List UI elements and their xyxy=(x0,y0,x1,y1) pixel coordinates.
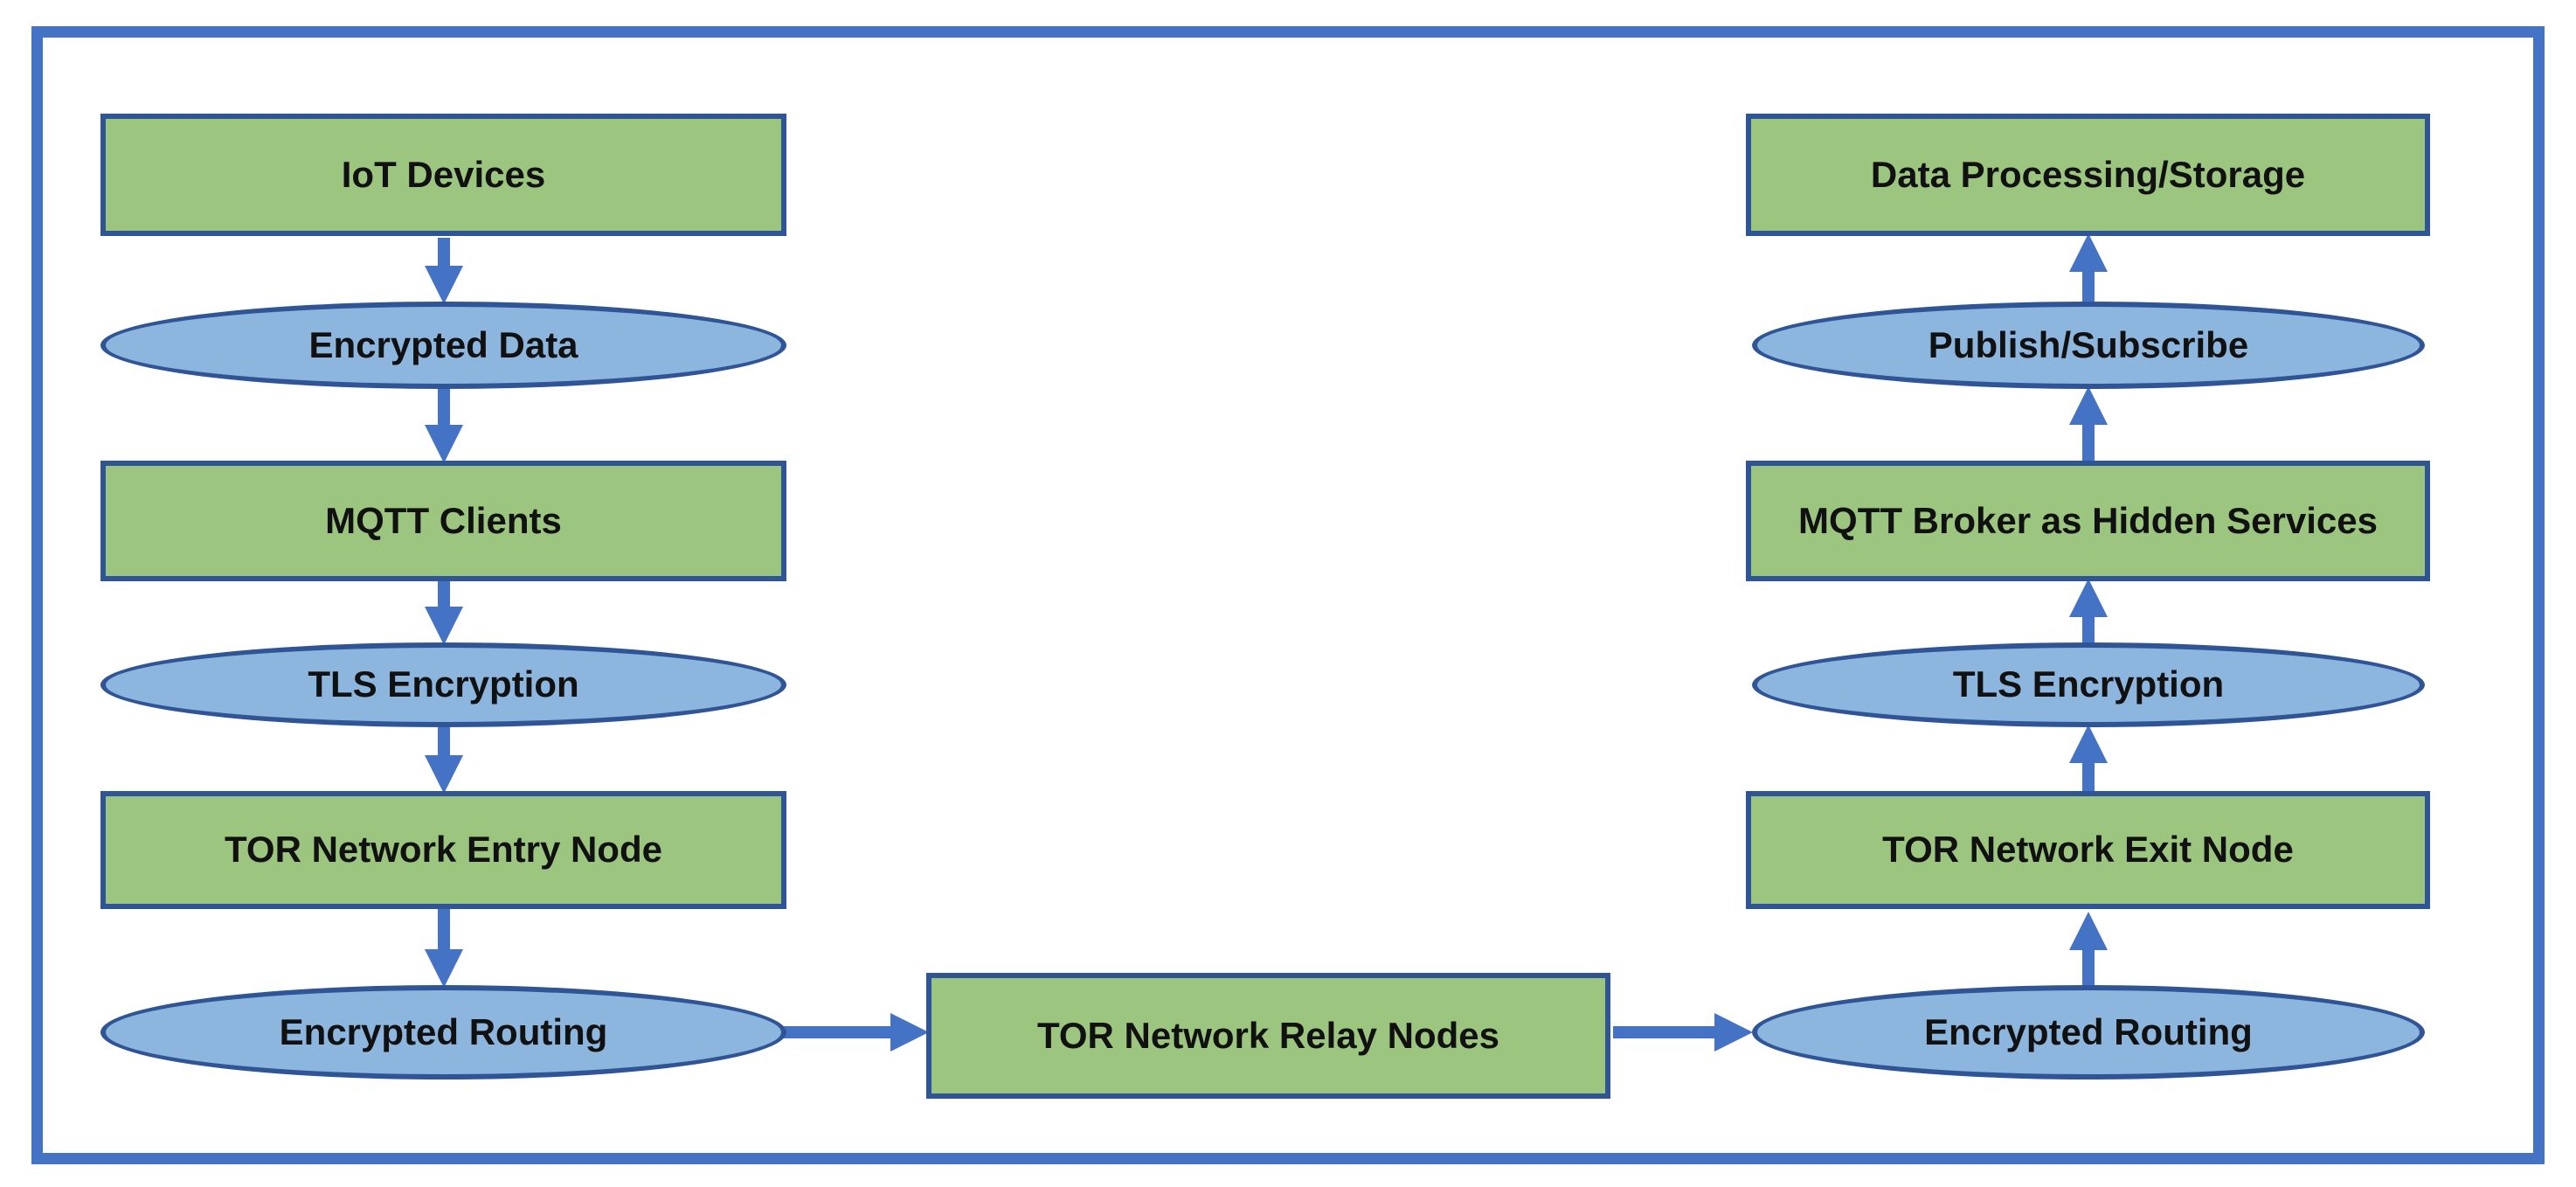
node-encrypted-data: Encrypted Data xyxy=(100,302,786,389)
node-tor-exit-node: TOR Network Exit Node xyxy=(1746,791,2430,909)
node-mqtt-broker-hidden-services: MQTT Broker as Hidden Services xyxy=(1746,461,2430,581)
node-data-processing-storage: Data Processing/Storage xyxy=(1746,114,2430,236)
node-mqtt-clients: MQTT Clients xyxy=(100,461,786,581)
node-tls-encryption-left: TLS Encryption xyxy=(100,642,786,727)
node-tls-encryption-right: TLS Encryption xyxy=(1752,642,2425,727)
node-tor-entry-node: TOR Network Entry Node xyxy=(100,791,786,909)
node-tor-relay-nodes: TOR Network Relay Nodes xyxy=(926,973,1610,1099)
outer-border xyxy=(31,26,2545,1164)
node-encrypted-routing-right: Encrypted Routing xyxy=(1752,985,2425,1079)
node-publish-subscribe: Publish/Subscribe xyxy=(1752,302,2425,389)
node-iot-devices: IoT Devices xyxy=(100,114,786,236)
node-encrypted-routing-left: Encrypted Routing xyxy=(100,985,786,1079)
